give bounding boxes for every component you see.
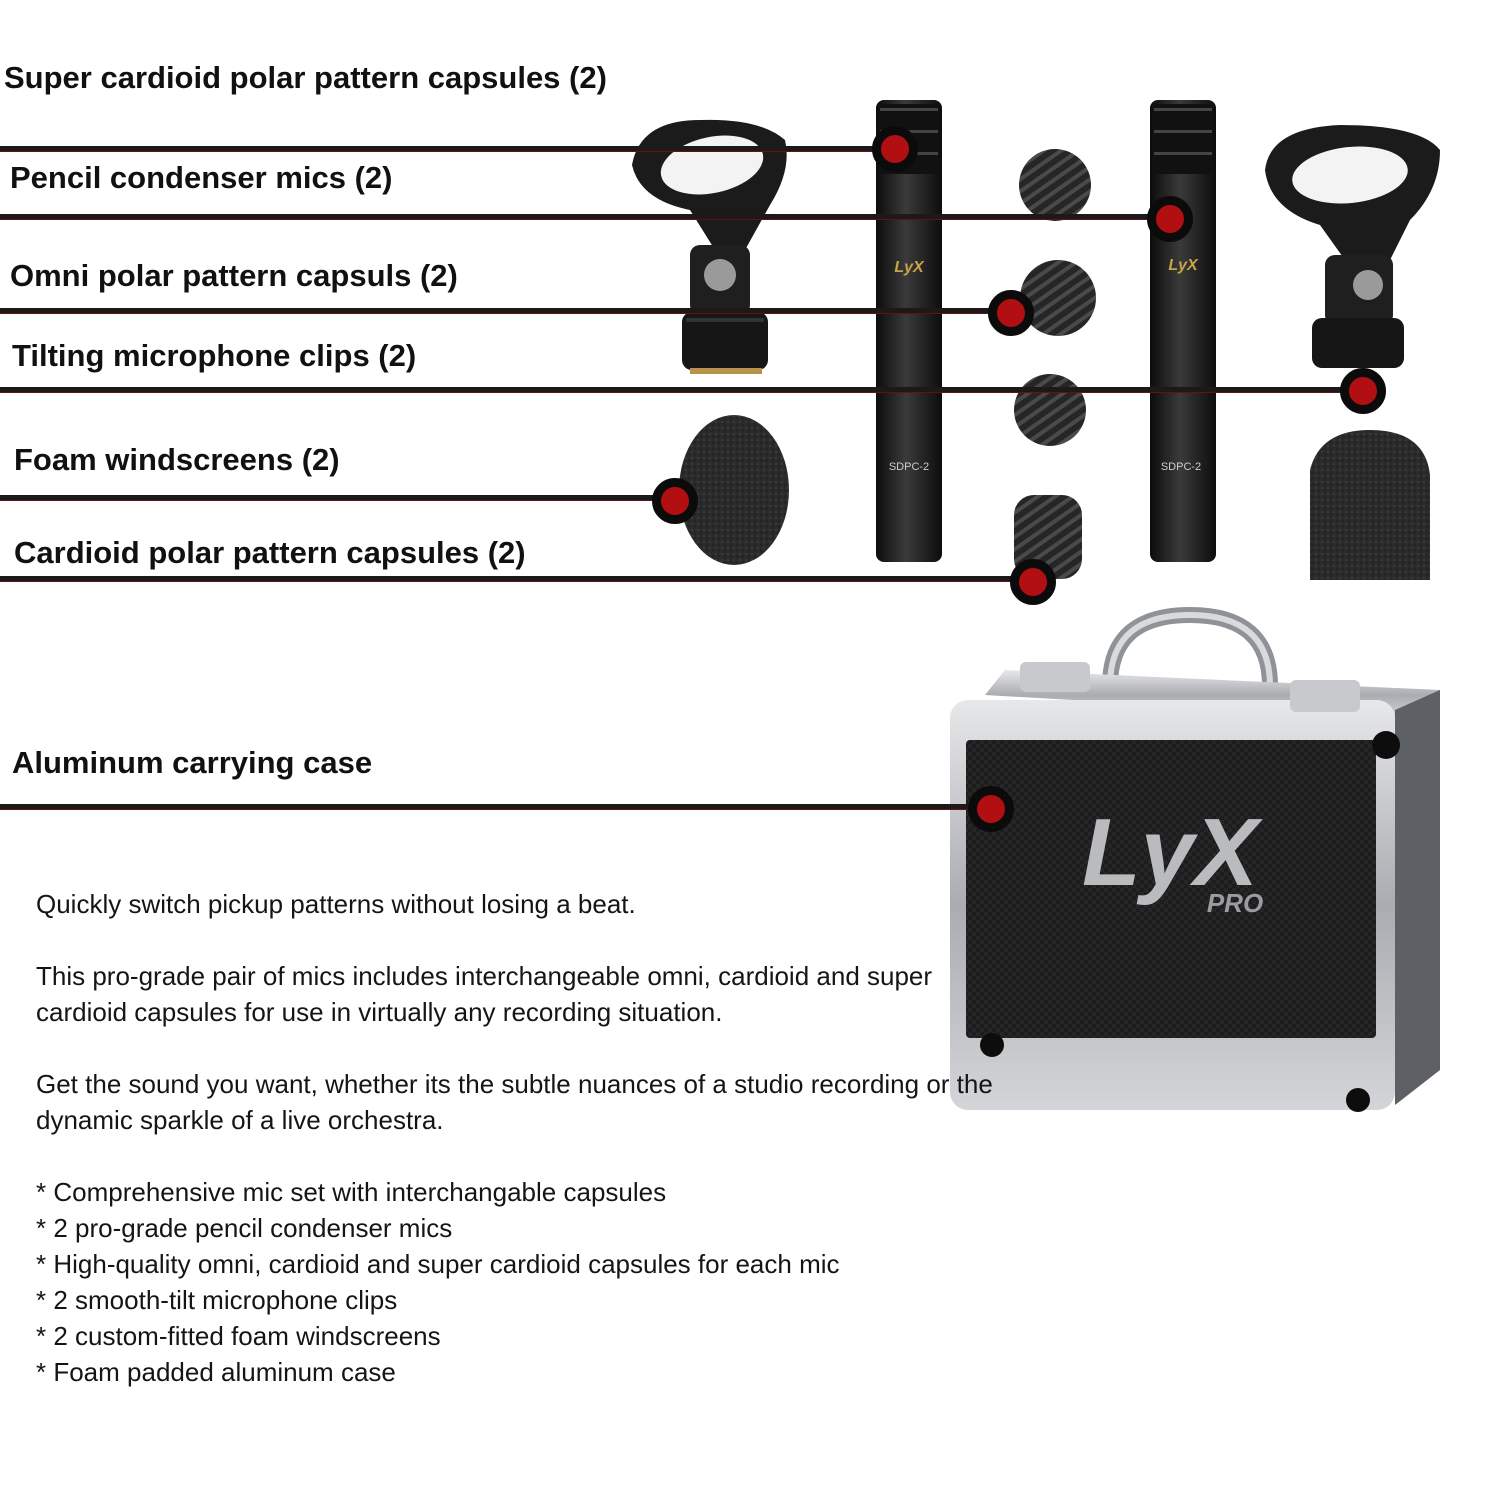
description-paragraph-1: This pro-grade pair of mics includes int… (36, 961, 933, 1027)
callout-dot-cardioid-capsules (1010, 559, 1056, 605)
case-logo-sub: PRO (1207, 888, 1263, 918)
callout-dot-omni-capsules (988, 290, 1034, 336)
pencil-mic-right: LyX SDPC-2 (1150, 100, 1216, 562)
leader-line-pencil-mics (0, 214, 1160, 220)
callout-label-pencil-mics: Pencil condenser mics (2) (10, 160, 393, 195)
callout-label-omni-capsules: Omni polar pattern capsuls (2) (10, 258, 458, 293)
feature-item: * 2 smooth-tilt microphone clips (36, 1285, 398, 1315)
feature-item: * Foam padded aluminum case (36, 1357, 396, 1387)
callout-label-carrying-case: Aluminum carrying case (12, 745, 373, 780)
callout-label-mic-clips: Tilting microphone clips (2) (12, 338, 417, 373)
leader-line-mic-clips (0, 387, 1355, 393)
foam-windscreen-right (1310, 430, 1430, 580)
callout-dot-windscreens (652, 478, 698, 524)
mic-brand-left: LyX (894, 259, 925, 276)
callout-label-cardioid-capsules: Cardioid polar pattern capsules (2) (14, 535, 526, 570)
description-tagline: Quickly switch pickup patterns without l… (36, 889, 636, 919)
feature-item: * Comprehensive mic set with interchanga… (36, 1177, 667, 1207)
feature-item: * 2 pro-grade pencil condenser mics (36, 1213, 453, 1243)
mic-model-left: SDPC-2 (889, 461, 929, 473)
description-paragraph-2: Get the sound you want, whether its the … (36, 1069, 993, 1135)
feature-item: * High-quality omni, cardioid and super … (36, 1249, 840, 1279)
callout-dot-pencil-mics (1147, 196, 1193, 242)
leader-line-windscreens (0, 495, 666, 501)
callout-dot-super-cardioid (872, 126, 918, 172)
callout-label-windscreens: Foam windscreens (2) (14, 442, 340, 477)
mic-model-right: SDPC-2 (1161, 461, 1201, 473)
leader-line-omni-capsules (0, 308, 1002, 314)
feature-list: * Comprehensive mic set with interchanga… (36, 1174, 1136, 1390)
mic-clip-right (1265, 125, 1440, 368)
leader-line-cardioid-capsules (0, 576, 1024, 582)
product-description: Quickly switch pickup patterns without l… (36, 886, 1136, 1390)
aluminum-case: LyX PRO (950, 606, 1440, 1112)
mic-clip-left (632, 119, 787, 374)
feature-item: * 2 custom-fitted foam windscreens (36, 1321, 441, 1351)
callout-dot-mic-clips (1340, 368, 1386, 414)
leader-line-carrying-case (0, 804, 980, 810)
callout-label-super-cardioid: Super cardioid polar pattern capsules (2… (4, 60, 607, 95)
mic-brand-right: LyX (1168, 257, 1199, 274)
leader-line-super-cardioid (0, 146, 890, 152)
case-logo: LyX (1082, 799, 1263, 906)
foam-windscreen-left (679, 415, 789, 565)
callout-dot-carrying-case (968, 786, 1014, 832)
